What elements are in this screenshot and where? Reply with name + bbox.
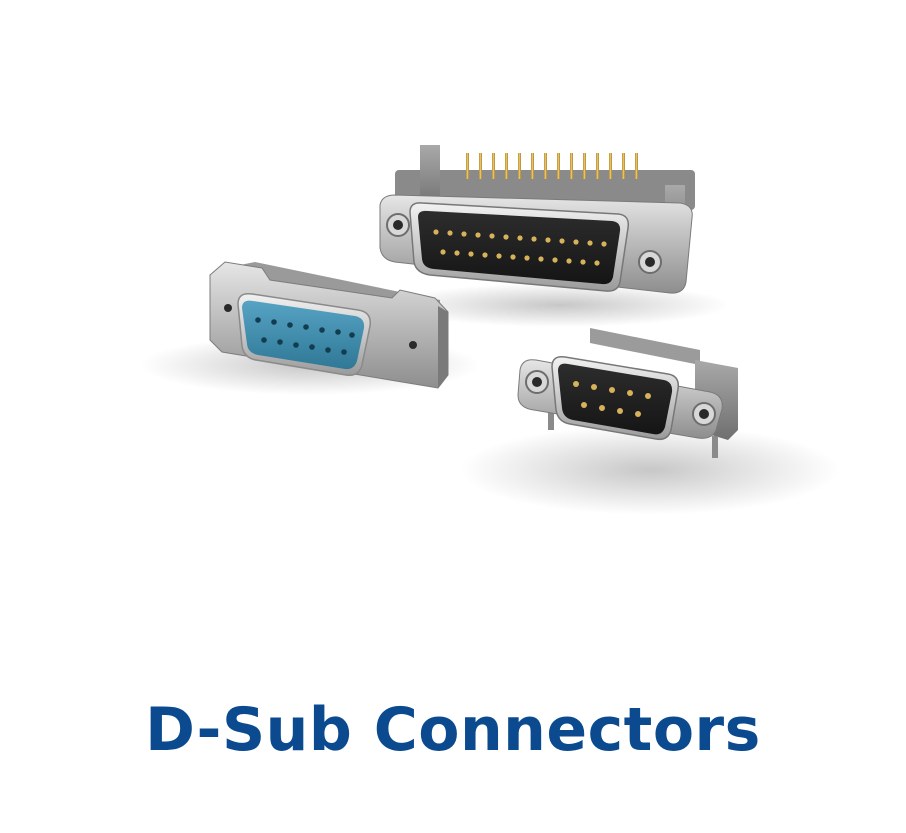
contact-pins [573, 381, 651, 417]
connectors-illustration [140, 145, 840, 515]
db25-connector [379, 145, 695, 294]
contact-pins [433, 229, 607, 266]
shadow [390, 283, 730, 327]
shadow [460, 425, 840, 515]
db9-connector [517, 328, 738, 458]
contact-sockets [255, 317, 355, 355]
db15-connector [209, 261, 449, 389]
solder-pins [466, 153, 638, 179]
product-photo [140, 145, 840, 515]
product-caption: D-Sub Connectors [145, 695, 761, 765]
